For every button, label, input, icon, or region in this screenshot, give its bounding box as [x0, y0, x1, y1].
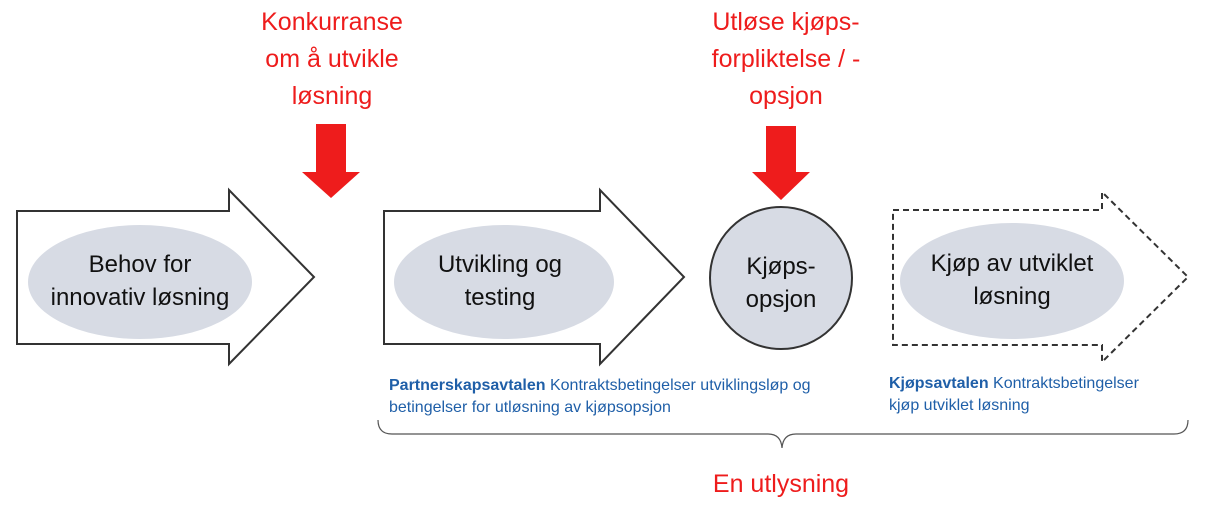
announcement-label: En utlysning: [712, 470, 850, 498]
purchase-ellipse: [900, 223, 1124, 339]
competition-down-arrow: [302, 124, 360, 198]
partnership-contract-line2: betingelser for utløsning av kjøpsopsjon: [389, 399, 671, 416]
trigger-down-arrow: [752, 126, 810, 200]
need-ellipse: [28, 225, 252, 339]
purchase-contract-line2: kjøp utviklet løsning: [889, 397, 1030, 414]
need-label: Behov for innovativ løsning: [50, 251, 230, 311]
development-ellipse: [394, 225, 614, 339]
partnership-contract-line1: Kontraktsbetingelser utviklingsløp og: [549, 377, 811, 394]
purchase-contract-title: Kjøpsavtalen: [889, 375, 989, 392]
option-label: Kjøps- opsjon: [745, 253, 817, 313]
trigger-label: Utløse kjøps- forpliktelse / - opsjon: [711, 8, 861, 110]
option-circle: [709, 206, 853, 350]
purchase-contract-line1: Kontraktsbetingelser: [993, 375, 1139, 392]
purchase-contract: Kjøpsavtalen Kontraktsbetingelser kjøp u…: [889, 373, 1189, 417]
development-label: Utvikling og testing: [437, 251, 563, 311]
competition-label: Konkurranse om å utvikle løsning: [261, 8, 403, 110]
partnership-contract-title: Partnerskapsavtalen: [389, 377, 546, 394]
partnership-contract: Partnerskapsavtalen Kontraktsbetingelser…: [389, 375, 859, 419]
announcement-bracket: [377, 419, 1189, 449]
purchase-label: Kjøp av utviklet løsning: [930, 250, 1094, 310]
